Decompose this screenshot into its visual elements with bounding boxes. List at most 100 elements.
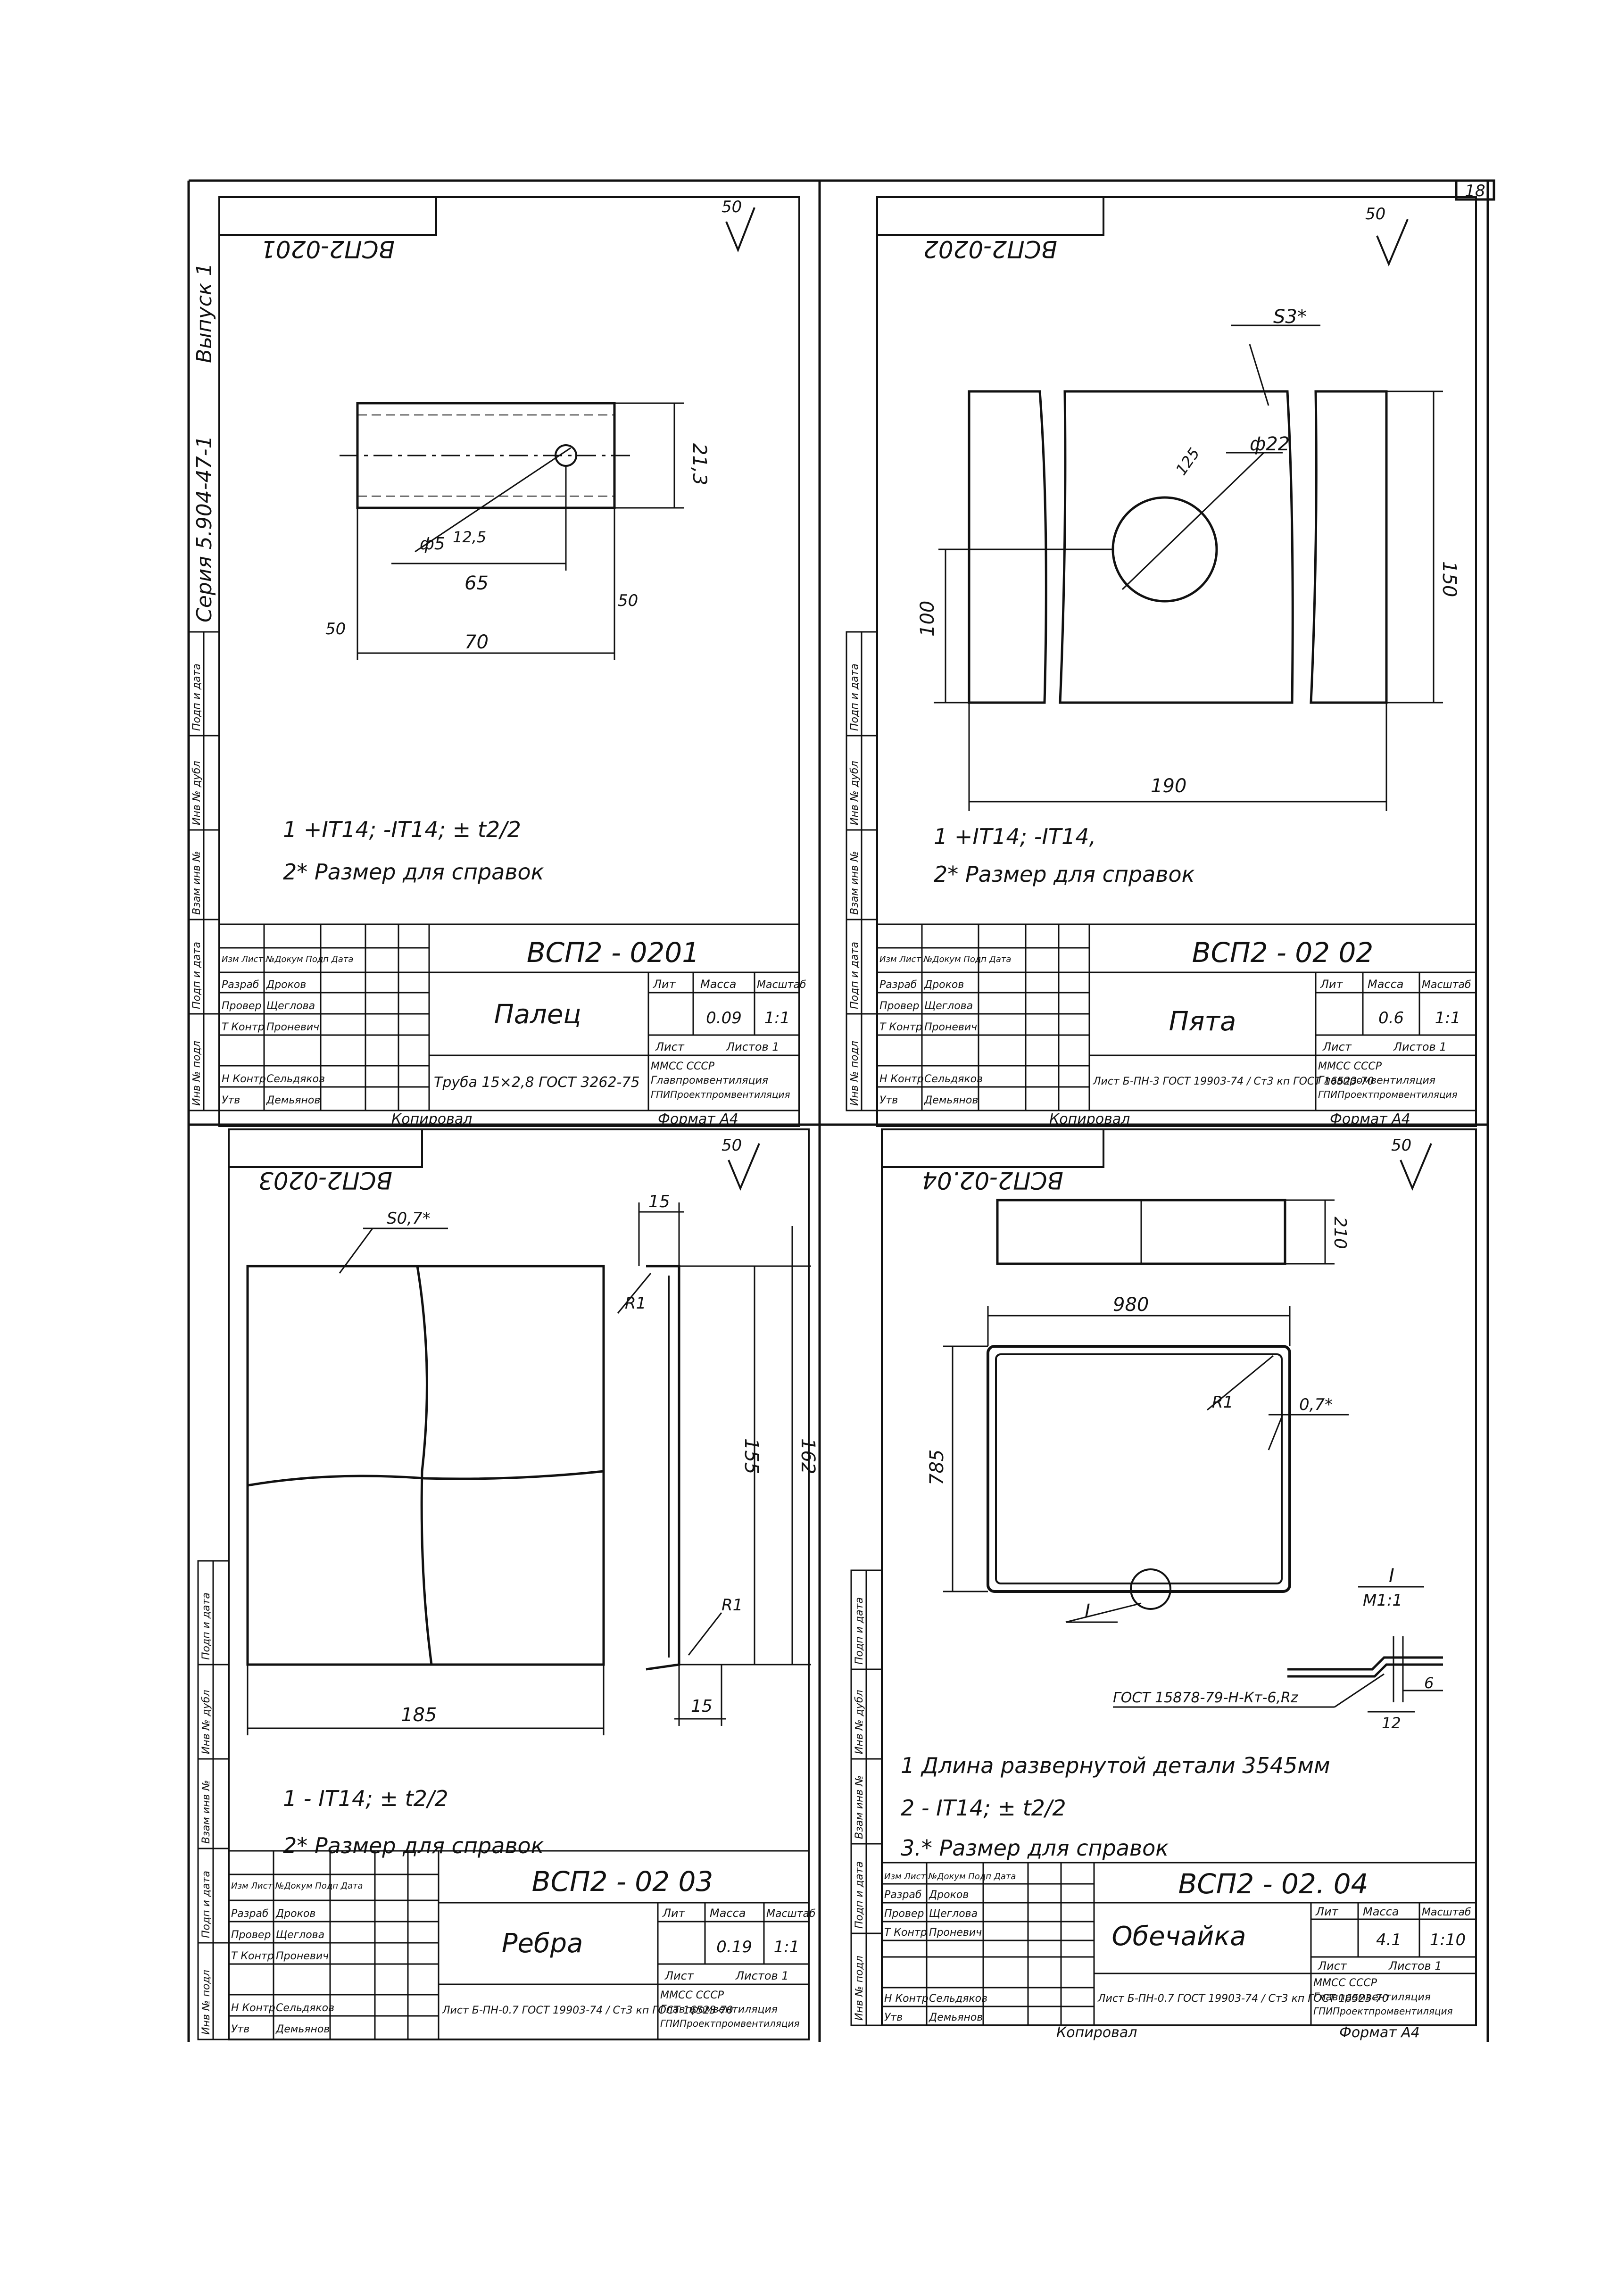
role-nkontr-1: Н Контр <box>222 1073 266 1085</box>
format-1: Формат А4 <box>658 1111 738 1127</box>
org3-2: ГПИПроектпромвентиляция <box>1318 1089 1458 1100</box>
role-nkontr-4: Н Контр <box>884 1993 929 2005</box>
scale-label-2: Масштаб <box>1422 979 1471 991</box>
role-utv-4: Утв <box>884 2012 903 2023</box>
note-4-2: 2 - IT14; ± t2/2 <box>901 1795 1066 1821</box>
org3-4: ГПИПроектпромвентиляция <box>1313 2006 1453 2017</box>
format-4: Формат А4 <box>1339 2024 1420 2041</box>
mass-value-4: 4.1 <box>1376 1931 1402 1949</box>
copied-2: Копировал <box>1049 1111 1130 1127</box>
role-tkontr-4: Т Контр <box>884 1927 927 1939</box>
name-prov-3: Щеглова <box>276 1929 324 1941</box>
role-prov-4: Провер <box>884 1908 924 1920</box>
material-4: Лист Б-ПН-0.7 ГОСТ 19903-74 / Ст3 кп ГОС… <box>1097 1993 1389 2005</box>
sheets-label-4: Листов 1 <box>1388 1959 1442 1973</box>
mass-label-3: Масса <box>710 1906 746 1920</box>
mass-value-3: 0.19 <box>716 1938 752 1956</box>
name-nkontr-4: Сельдяков <box>929 1993 987 2005</box>
scale-value-4: 1:10 <box>1430 1931 1466 1949</box>
material-3: Лист Б-ПН-0.7 ГОСТ 19903-74 / Ст3 кп ГОС… <box>442 2005 733 2016</box>
name-tkontr-2: Проневич <box>924 1021 977 1033</box>
lit-label-1: Лит <box>653 978 676 991</box>
side-dubl-4: Инв № дубл <box>854 1690 865 1754</box>
dim-width-3: 185 <box>401 1704 437 1726</box>
drawing-code-4: ВСП2 - 02. 04 <box>1178 1868 1368 1900</box>
dim-seam-12: 12 <box>1382 1714 1401 1732</box>
name-razrab-4: Дроков <box>929 1889 969 1901</box>
seam-profile <box>1287 1656 1443 1671</box>
scale-label-1: Масштаб <box>757 979 806 991</box>
mirror-code-4: ВСП2-02.04 <box>922 1167 1063 1194</box>
detail-scale: М1:1 <box>1363 1591 1402 1610</box>
dim-hole-r-2: 125 <box>1172 445 1203 479</box>
role-prov-1: Провер <box>222 1000 261 1012</box>
role-prov-2: Провер <box>879 1000 919 1012</box>
dim-seam-6: 6 <box>1424 1674 1434 1692</box>
dim-shell-width: 980 <box>1113 1294 1149 1316</box>
mirror-code-3: ВСП2-0203 <box>258 1167 392 1194</box>
drawing-code-3: ВСП2 - 02 03 <box>532 1865 713 1898</box>
side-dubl-2: Инв № дубл <box>849 761 861 825</box>
roughness-icon-3 <box>728 1143 760 1191</box>
shell-inner <box>995 1353 1283 1584</box>
org1-4: ММСС СССР <box>1313 1977 1377 1989</box>
sheet-frame <box>187 179 1495 2042</box>
side-vzam-4: Взам инв № <box>854 1775 865 1839</box>
note-1-2: 2* Размер для справок <box>283 859 544 885</box>
dim-height: 21,3 <box>688 443 710 485</box>
name-utv-3: Демьянов <box>275 2023 330 2035</box>
mirror-code-box-1 <box>218 196 437 236</box>
note-1-1: 1 +IT14; -IT14; ± t2/2 <box>283 817 521 842</box>
dim-shell-radius: R1 <box>1212 1393 1233 1412</box>
izm-row-3: Изм Лист №Докум Подп Дата <box>231 1881 363 1891</box>
side-podp2-2: Подп и дата <box>849 663 861 731</box>
pin-hole <box>555 444 577 467</box>
dim-shell-thickness: 0,7* <box>1299 1395 1333 1414</box>
side-stamp-2 <box>846 631 878 1111</box>
material-1: Труба 15×2,8 ГОСТ 3262-75 <box>434 1074 640 1091</box>
lit-label-4: Лит <box>1315 1905 1339 1918</box>
side-inv-podl-2: Инв № подл <box>849 1041 861 1106</box>
dim-strip-height: 210 <box>1330 1217 1350 1249</box>
roughness-value-4: 50 <box>1391 1136 1411 1155</box>
dim-length: 70 <box>464 631 489 653</box>
sheets-label-2: Листов 1 <box>1393 1040 1447 1053</box>
org1-3: ММСС СССР <box>660 1989 724 2001</box>
name-utv-4: Демьянов <box>929 2012 983 2023</box>
role-tkontr-2: Т Контр <box>879 1021 922 1033</box>
mass-label-2: Масса <box>1368 978 1404 991</box>
copied-1: Копировал <box>391 1111 472 1127</box>
dim-center-h-2: 100 <box>917 601 938 637</box>
side-inv-podl-3: Инв № подл <box>200 1970 212 2035</box>
name-prov-4: Щеглова <box>929 1908 978 1920</box>
side-stamp-1 <box>188 631 220 1111</box>
role-prov-3: Провер <box>231 1929 271 1941</box>
side-vzam-3: Взам инв № <box>200 1780 212 1844</box>
rib-profile <box>646 1265 680 1671</box>
role-utv-3: Утв <box>231 2023 249 2035</box>
name-utv-2: Демьянов <box>924 1094 978 1106</box>
roughness-value-2: 50 <box>1365 205 1385 224</box>
side-vzam-2: Взам инв № <box>849 851 861 915</box>
role-razrab-4: Разраб <box>884 1889 921 1901</box>
side-stamp-4 <box>850 1569 883 2026</box>
dim-hole-pos: 65 <box>464 572 489 594</box>
side-podp-1: Подп и дата <box>191 942 203 1009</box>
org1-1: ММСС СССР <box>651 1061 715 1072</box>
lit-label-2: Лит <box>1320 978 1344 991</box>
name-tkontr-3: Проневич <box>276 1950 329 1962</box>
role-tkontr-3: Т Контр <box>231 1950 274 1962</box>
side-stamp-3 <box>197 1560 230 2040</box>
scale-value-3: 1:1 <box>774 1938 800 1956</box>
note-2-1: 1 +IT14; -IT14, <box>934 824 1096 849</box>
side-podp2-1: Подп и дата <box>191 663 203 731</box>
note-4-1: 1 Длина развернутой детали 3545мм <box>901 1753 1330 1778</box>
role-nkontr-3: Н Контр <box>231 2002 275 2014</box>
scale-value-1: 1:1 <box>764 1009 790 1028</box>
side-issue: Выпуск 1 <box>192 263 216 363</box>
sheet-label-2: Лист <box>1322 1040 1352 1053</box>
drawing-2: ВСП2-0202 50 ф22 125 100 150 190 S3* 1 +… <box>846 196 1477 1127</box>
rough-right-1: 50 <box>618 591 638 610</box>
dim-shell-height: 785 <box>926 1450 948 1485</box>
